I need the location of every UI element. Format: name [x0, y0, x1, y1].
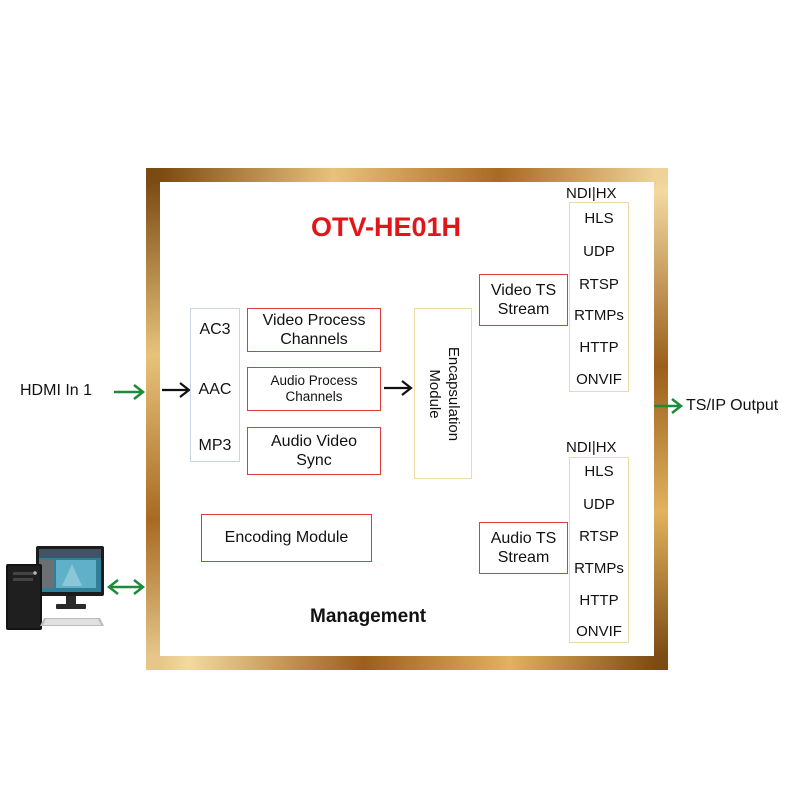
- video-ts-line2: Stream: [497, 301, 550, 318]
- protocol-onvif: ONVIF: [576, 371, 622, 388]
- encoding-module-box: Encoding Module: [201, 514, 372, 562]
- video-protocol-column: HLS UDP RTSP RTMPs HTTP ONVIF: [569, 202, 629, 392]
- protocol-udp: UDP: [583, 496, 615, 513]
- audio-ts-line2: Stream: [497, 549, 550, 566]
- protocol-rtmps: RTMPs: [574, 560, 624, 577]
- management-label: Management: [310, 606, 427, 627]
- protocol-hls: HLS: [584, 210, 614, 227]
- protocol-rtmps: RTMPs: [574, 307, 624, 324]
- video-process-line1: Video Process: [262, 311, 366, 329]
- hdmi-input-arrow: [114, 384, 146, 400]
- management-bidirectional-arrow: [106, 579, 146, 595]
- protocol-http: HTTP: [579, 592, 619, 609]
- protocol-hls: HLS: [584, 463, 614, 480]
- encapsulation-module: Encapsulation Module: [414, 308, 472, 479]
- hdmi-input-label: HDMI In 1: [20, 382, 93, 399]
- video-ts-line1: Video TS: [490, 281, 557, 299]
- protocol-onvif: ONVIF: [576, 623, 622, 640]
- computer-workstation-icon: [6, 546, 104, 630]
- ndi-hx-label-video: NDI|HX: [566, 185, 617, 202]
- av-sync-line1: Audio Video: [271, 432, 357, 450]
- device-title: OTV-HE01H: [310, 212, 462, 242]
- video-process-line2: Channels: [280, 331, 348, 348]
- ts-ip-output-label: TS/IP Output: [686, 397, 779, 414]
- audio-ts-line1: Audio TS: [490, 529, 557, 547]
- codec-ac3: AC3: [199, 321, 231, 338]
- audio-ts-stream-box: Audio TS Stream: [479, 522, 568, 574]
- audio-process-line1: Audio Process: [270, 372, 358, 388]
- audio-process-line2: Channels: [285, 389, 343, 404]
- ndi-hx-label-audio: NDI|HX: [566, 439, 617, 456]
- encoding-module-label: Encoding Module: [224, 529, 349, 547]
- video-ts-stream-box: Video TS Stream: [479, 274, 568, 326]
- av-sync-line2: Sync: [296, 452, 332, 469]
- audio-protocol-column: HLS UDP RTSP RTMPs HTTP ONVIF: [569, 457, 629, 643]
- codec-column: AC3 AAC MP3: [190, 308, 240, 462]
- codec-aac: AAC: [198, 381, 232, 398]
- encapsulation-line2: Module: [426, 368, 443, 419]
- codec-mp3: MP3: [198, 437, 232, 454]
- protocol-rtsp: RTSP: [579, 528, 619, 545]
- protocol-udp: UDP: [583, 243, 615, 260]
- protocol-rtsp: RTSP: [579, 276, 619, 293]
- encapsulation-line1: Encapsulation: [444, 346, 462, 441]
- protocol-http: HTTP: [579, 339, 619, 356]
